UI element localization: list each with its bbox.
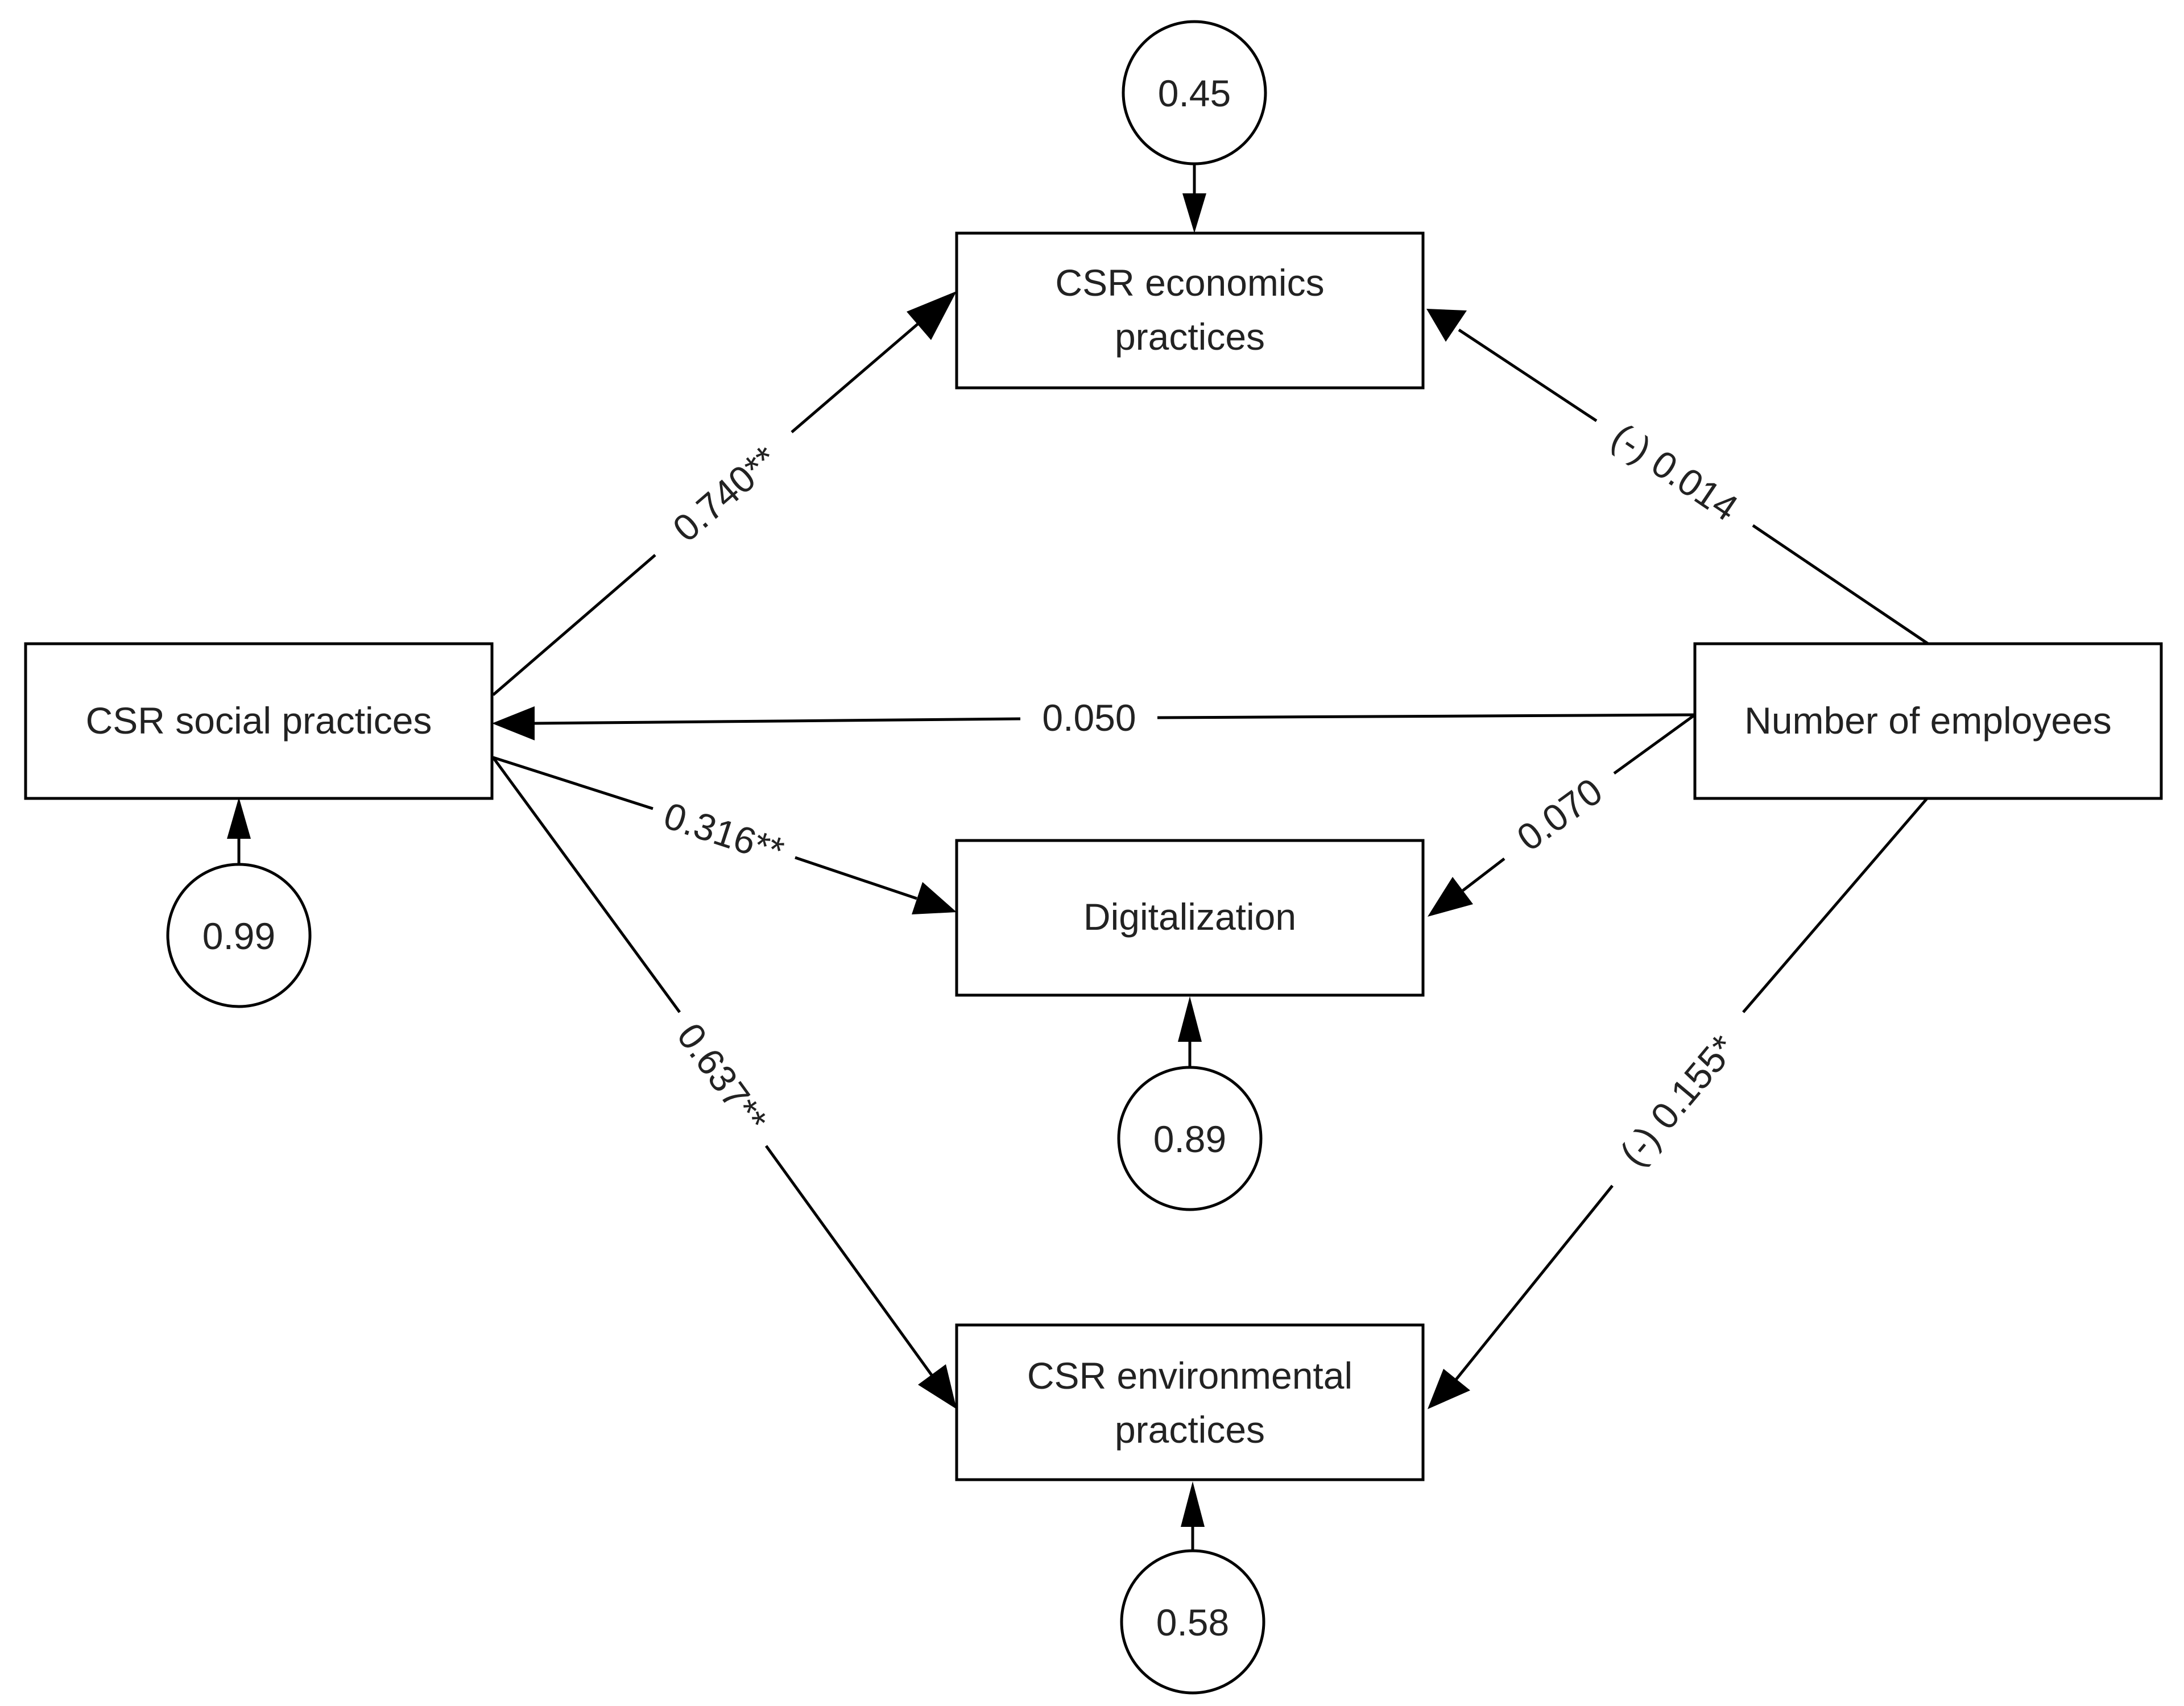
arrowhead — [492, 706, 535, 740]
node-csr-environmental-practices: CSR environmental practices — [955, 1323, 1425, 1481]
node-number-of-employees: Number of employees — [1693, 642, 2163, 800]
node-label-line: practices — [1115, 316, 1265, 358]
arrowhead — [1428, 877, 1473, 917]
arrowhead — [1178, 996, 1202, 1042]
error-term-digital: 0.89 — [1117, 1066, 1263, 1211]
path-coefficient-social-economics: 0.740** — [665, 437, 785, 549]
arrowhead — [907, 291, 957, 340]
path-social-to-environmental — [491, 756, 957, 1409]
node-label-line: practices — [1115, 1409, 1265, 1451]
error-value: 0.99 — [202, 915, 275, 957]
node-csr-economics-practices: CSR economics practices — [955, 231, 1425, 390]
arrowhead — [1428, 1369, 1470, 1409]
error-arrow-environmental — [1181, 1481, 1205, 1551]
path-employees-to-social — [492, 706, 1695, 740]
arrowhead — [227, 797, 251, 839]
path-employees-to-digital — [1428, 713, 1696, 917]
path-employees-to-environmental — [1428, 796, 1929, 1409]
path-coefficient-social-environmental: 0.637** — [669, 1016, 775, 1140]
arrowhead — [912, 882, 957, 914]
path-coefficient-employees-economics: (-) 0.014 — [1604, 415, 1745, 529]
arrowhead — [1181, 1481, 1205, 1527]
error-term-economics: 0.45 — [1122, 20, 1267, 165]
error-term-environmental: 0.58 — [1120, 1549, 1265, 1695]
node-label-line: CSR social practices — [86, 699, 432, 742]
error-value: 0.45 — [1158, 72, 1231, 114]
node-label-line: CSR environmental — [1027, 1355, 1352, 1397]
path-social-to-digital — [493, 756, 957, 914]
path-employees-to-economics — [1426, 309, 1929, 645]
node-label-line: CSR economics — [1055, 262, 1324, 304]
error-arrow-economics — [1182, 165, 1206, 233]
error-arrow-social — [227, 797, 251, 864]
node-label-line: Digitalization — [1083, 896, 1296, 938]
arrowhead — [1182, 193, 1206, 233]
path-coefficient-social-digital: 0.316** — [659, 794, 789, 872]
arrowhead — [1426, 309, 1467, 342]
node-label-line: Number of employees — [1744, 699, 2112, 742]
error-term-social: 0.99 — [166, 863, 312, 1008]
path-coefficient-employees-environmental: (-) 0.155* — [1611, 1027, 1744, 1174]
path-social-to-economics — [492, 291, 957, 696]
arrowhead — [918, 1364, 957, 1409]
error-value: 0.58 — [1156, 1601, 1229, 1643]
path-coefficient-employees-digital: 0.070 — [1509, 770, 1610, 859]
node-digitalization: Digitalization — [955, 839, 1425, 997]
node-csr-social-practices: CSR social practices — [24, 642, 494, 800]
path-coefficient-employees-social: 0.050 — [1042, 697, 1136, 739]
error-arrow-digital — [1178, 996, 1202, 1067]
error-value: 0.89 — [1153, 1118, 1226, 1160]
